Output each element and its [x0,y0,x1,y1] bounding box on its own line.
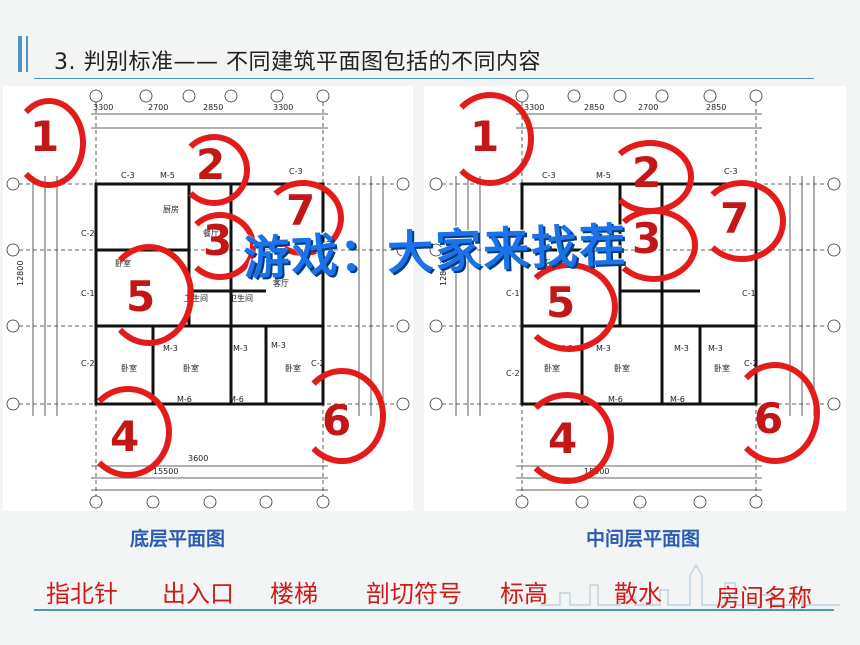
marker-6-left: 6 [322,396,352,445]
marker-4-left: 4 [110,412,140,461]
title-accent-bar-thin [26,36,28,72]
marker-ring-5-left [104,244,194,346]
marker-ring-6-left [298,368,386,464]
middle-floor-caption: 中间层平面图 [586,528,701,550]
term-apron: 散水 [614,580,662,608]
marker-ring-5-right [520,262,618,352]
svg-text:卧室: 卧室 [183,363,199,373]
svg-text:2850: 2850 [584,103,604,112]
svg-text:卫生间: 卫生间 [229,293,253,303]
svg-text:3300: 3300 [93,103,113,112]
svg-text:M-3: M-3 [233,344,248,353]
svg-text:卧室: 卧室 [285,363,301,373]
svg-text:厨房: 厨房 [163,204,179,214]
marker-1-left: 1 [30,112,60,161]
svg-text:C-2: C-2 [81,229,95,238]
svg-text:客厅: 客厅 [273,278,289,288]
svg-text:M-3: M-3 [163,344,178,353]
slide-title: 3. 判别标准—— 不同建筑平面图包括的不同内容 [54,50,541,75]
svg-text:卧室: 卧室 [544,258,560,268]
term-room-name: 房间名称 [716,584,812,612]
svg-text:C-2: C-2 [744,359,758,368]
marker-ring-2-left [178,134,250,206]
svg-text:M-5: M-5 [160,171,175,180]
svg-text:卫生间: 卫生间 [184,293,208,303]
marker-4-right: 4 [548,414,578,463]
svg-text:C-1: C-1 [81,289,95,298]
svg-text:C-3: C-3 [542,171,556,180]
marker-5-left: 5 [126,272,156,321]
marker-ring-1-right [446,92,534,186]
term-north-arrow: 指北针 [46,580,118,608]
svg-text:M-6: M-6 [608,395,623,404]
svg-text:卧室: 卧室 [714,363,730,373]
svg-text:C-3: C-3 [289,167,303,176]
svg-text:2700: 2700 [148,103,168,112]
svg-text:12800: 12800 [439,261,448,286]
marker-ring-3-right [610,208,698,282]
svg-text:M-3: M-3 [596,344,611,353]
svg-text:15500: 15500 [153,467,178,476]
svg-text:M-3: M-3 [271,341,286,350]
marker-ring-6-right [730,362,820,464]
svg-text:C-3: C-3 [724,167,738,176]
marker-2-left: 2 [196,140,226,189]
term-section-symbol: 剖切符号 [366,580,462,608]
title-accent-bar [18,36,22,72]
svg-text:M-5: M-5 [596,171,611,180]
svg-text:C-2: C-2 [311,359,325,368]
svg-text:3300: 3300 [524,103,544,112]
marker-ring-7-right [698,180,786,262]
svg-text:C-1: C-1 [742,289,756,298]
svg-text:3600: 3600 [188,454,208,463]
svg-text:卧室: 卧室 [121,363,137,373]
svg-text:卧室: 卧室 [614,363,630,373]
svg-text:C-1: C-1 [506,289,520,298]
marker-2-right: 2 [632,148,662,197]
ground-floor-caption: 底层平面图 [130,528,226,550]
term-stairs: 楼梯 [270,580,318,608]
svg-text:3300: 3300 [273,103,293,112]
svg-text:2850: 2850 [203,103,223,112]
terms-row: 指北针 出入口 楼梯 剖切符号 标高 散水 房间名称 [0,566,860,616]
svg-text:12800: 12800 [16,261,25,286]
marker-ring-4-left [84,386,172,478]
svg-text:C-3: C-3 [121,171,135,180]
svg-text:C-2: C-2 [506,229,520,238]
marker-1-right: 1 [470,112,500,161]
marker-3-left: 3 [203,216,233,265]
marker-ring-1-left [12,98,86,188]
svg-text:C-2: C-2 [506,369,520,378]
title-bar: 3. 判别标准—— 不同建筑平面图包括的不同内容 [18,30,838,80]
game-banner: 游戏：大家来找茬 [242,217,629,286]
marker-6-right: 6 [754,394,784,443]
svg-text:M-6: M-6 [670,395,685,404]
marker-7-left: 7 [286,186,316,235]
marker-3-right: 3 [632,214,662,263]
skyline-decoration [540,563,840,606]
svg-text:M-3: M-3 [674,344,689,353]
svg-text:2700: 2700 [638,103,658,112]
marker-7-right: 7 [720,194,750,243]
marker-ring-4-right [520,392,614,484]
term-entrance: 出入口 [162,580,234,608]
title-underline [34,78,814,79]
svg-text:M-6: M-6 [177,395,192,404]
marker-ring-3-left [184,212,256,280]
svg-text:2850: 2850 [706,103,726,112]
bottom-rule [34,609,834,611]
marker-5-right: 5 [546,278,576,327]
term-elevation: 标高 [500,580,548,608]
marker-ring-7-left [262,180,344,256]
svg-text:M-3: M-3 [708,344,723,353]
svg-text:M-6: M-6 [229,395,244,404]
svg-text:卧室: 卧室 [544,363,560,373]
svg-text:C-2: C-2 [81,359,95,368]
